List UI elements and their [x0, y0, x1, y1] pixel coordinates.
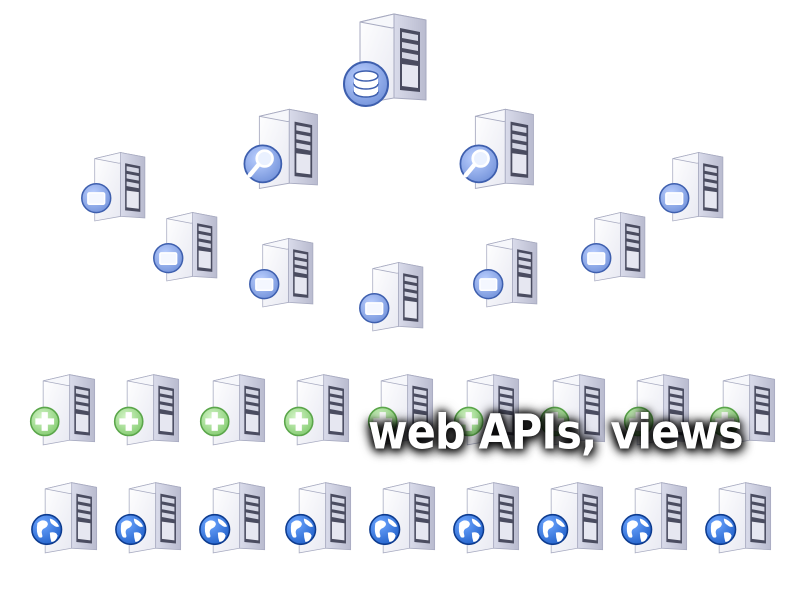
globe-server-icon [366, 478, 444, 556]
add-server-icon [196, 370, 274, 448]
add-server-icon [620, 370, 698, 448]
monitor-server-icon [656, 148, 732, 224]
globe-server-icon [196, 478, 274, 556]
add-server-icon [280, 370, 358, 448]
monitor-server-icon [578, 208, 654, 284]
add-server-icon [364, 370, 442, 448]
globe-server-icon [450, 478, 528, 556]
add-server-icon [110, 370, 188, 448]
globe-server-icon [28, 478, 106, 556]
monitor-server-icon [470, 234, 546, 310]
add-server-icon [450, 370, 528, 448]
diagram-caption: web APIs, views [368, 405, 744, 461]
globe-server-icon [282, 478, 360, 556]
globe-server-icon [534, 478, 612, 556]
monitor-server-icon [150, 208, 226, 284]
search-server-icon [456, 104, 544, 192]
monitor-server-icon [78, 148, 154, 224]
add-server-icon [26, 370, 104, 448]
search-server-icon [240, 104, 328, 192]
globe-server-icon [702, 478, 780, 556]
globe-server-icon [618, 478, 696, 556]
monitor-server-icon [356, 258, 432, 334]
globe-server-icon [112, 478, 190, 556]
database-server-icon [338, 8, 438, 108]
monitor-server-icon [246, 234, 322, 310]
add-server-icon [536, 370, 614, 448]
add-server-icon [706, 370, 784, 448]
